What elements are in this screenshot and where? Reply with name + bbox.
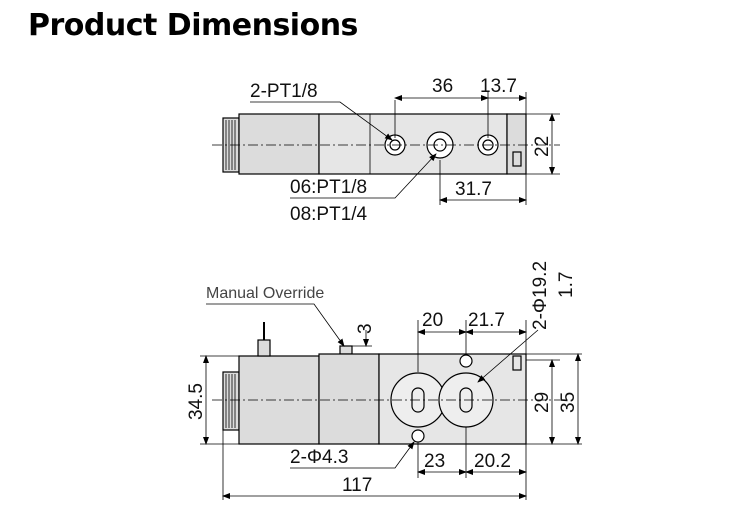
front-view: Manual Override 3 20 21.7 2-Φ19.2 1.7 34… xyxy=(186,261,582,500)
label-06-pt1-8: 06:PT1/8 xyxy=(290,177,367,198)
label-2-pt1-8: 2-PT1/8 xyxy=(250,81,318,102)
dim-2-dia-4-3: 2-Φ4.3 xyxy=(290,447,348,468)
dim-21-7: 21.7 xyxy=(468,310,505,331)
dim-13-7: 13.7 xyxy=(480,76,517,97)
dim-117: 117 xyxy=(342,475,372,496)
coil-top xyxy=(238,113,320,175)
end-cap-top xyxy=(506,113,527,175)
manual-override-button xyxy=(339,345,353,355)
label-manual-override: Manual Override xyxy=(206,285,324,302)
dim-31-7: 31.7 xyxy=(455,179,492,200)
page-title: Product Dimensions xyxy=(28,8,358,43)
label-08-pt1-4: 08:PT1/4 xyxy=(290,204,368,225)
dim-3: 3 xyxy=(355,323,376,334)
top-view: 2-PT1/8 36 13.7 22 06:PT1/8 08:PT1/4 31.… xyxy=(212,76,560,225)
dim-1-7: 1.7 xyxy=(556,272,577,298)
knob-front xyxy=(222,371,240,431)
dim-34-5: 34.5 xyxy=(186,383,207,420)
dim-35: 35 xyxy=(558,392,579,413)
dim-20-2: 20.2 xyxy=(474,451,511,472)
dim-36: 36 xyxy=(432,76,453,97)
dim-23: 23 xyxy=(424,451,445,472)
dim-20: 20 xyxy=(422,310,443,331)
dim-29: 29 xyxy=(532,392,553,413)
pilot-section xyxy=(318,353,380,445)
dim-22: 22 xyxy=(532,136,553,157)
dim-2-dia-19-2: 2-Φ19.2 xyxy=(530,261,551,330)
